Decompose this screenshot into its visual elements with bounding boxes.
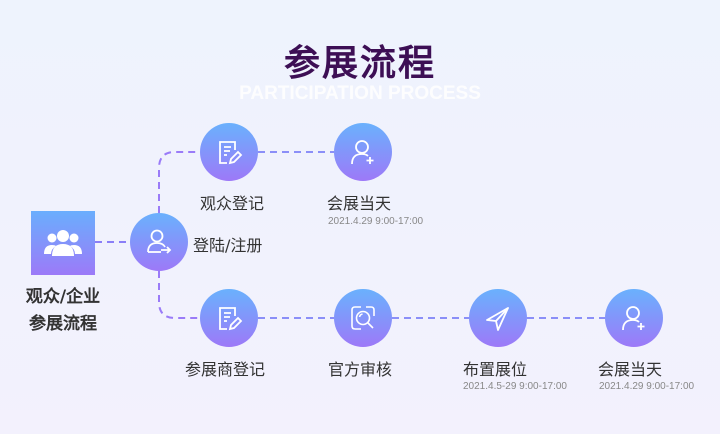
login-node[interactable] (130, 213, 188, 271)
login-label: 登陆/注册 (193, 236, 263, 255)
booth-setup-date: 2021.4.5-29 9:00-17:00 (463, 381, 567, 392)
visitor-register-node[interactable] (200, 123, 258, 181)
start-label: 观众/企业 参展流程 (13, 284, 113, 338)
exhibitor-register-label: 参展商登记 (185, 360, 266, 379)
start-label-line1: 观众/企业 (25, 287, 101, 307)
visitor-day-date: 2021.4.29 9:00-17:00 (328, 216, 424, 227)
exhibitor-day-label: 会展当天 (598, 360, 663, 379)
visitor-day-label: 会展当天 (327, 194, 392, 213)
review-label: 官方审核 (328, 360, 393, 379)
paper-plane-icon (486, 307, 509, 331)
booth-setup-node[interactable] (469, 289, 527, 347)
exhibitor-day-date: 2021.4.29 9:00-17:00 (599, 381, 695, 392)
review-node[interactable] (334, 289, 392, 347)
visitor-register-label: 观众登记 (200, 194, 265, 213)
exhibitor-register-node[interactable] (200, 289, 258, 347)
exhibitor-day-node[interactable] (605, 289, 663, 347)
users-icon (44, 230, 82, 256)
page-subtitle: PARTICIPATION PROCESS (239, 83, 481, 104)
page-title: 参展流程 (283, 43, 436, 84)
visitor-day-node[interactable] (334, 123, 392, 181)
start-label-line2: 参展流程 (29, 314, 97, 334)
booth-setup-label: 布置展位 (463, 360, 528, 379)
edit-form-icon (219, 307, 243, 331)
search-review-icon (351, 306, 375, 330)
user-login-icon (147, 229, 172, 254)
user-add-icon (351, 140, 374, 165)
edit-form-icon (219, 141, 243, 165)
user-add-icon (622, 306, 645, 331)
start-box (31, 211, 95, 275)
